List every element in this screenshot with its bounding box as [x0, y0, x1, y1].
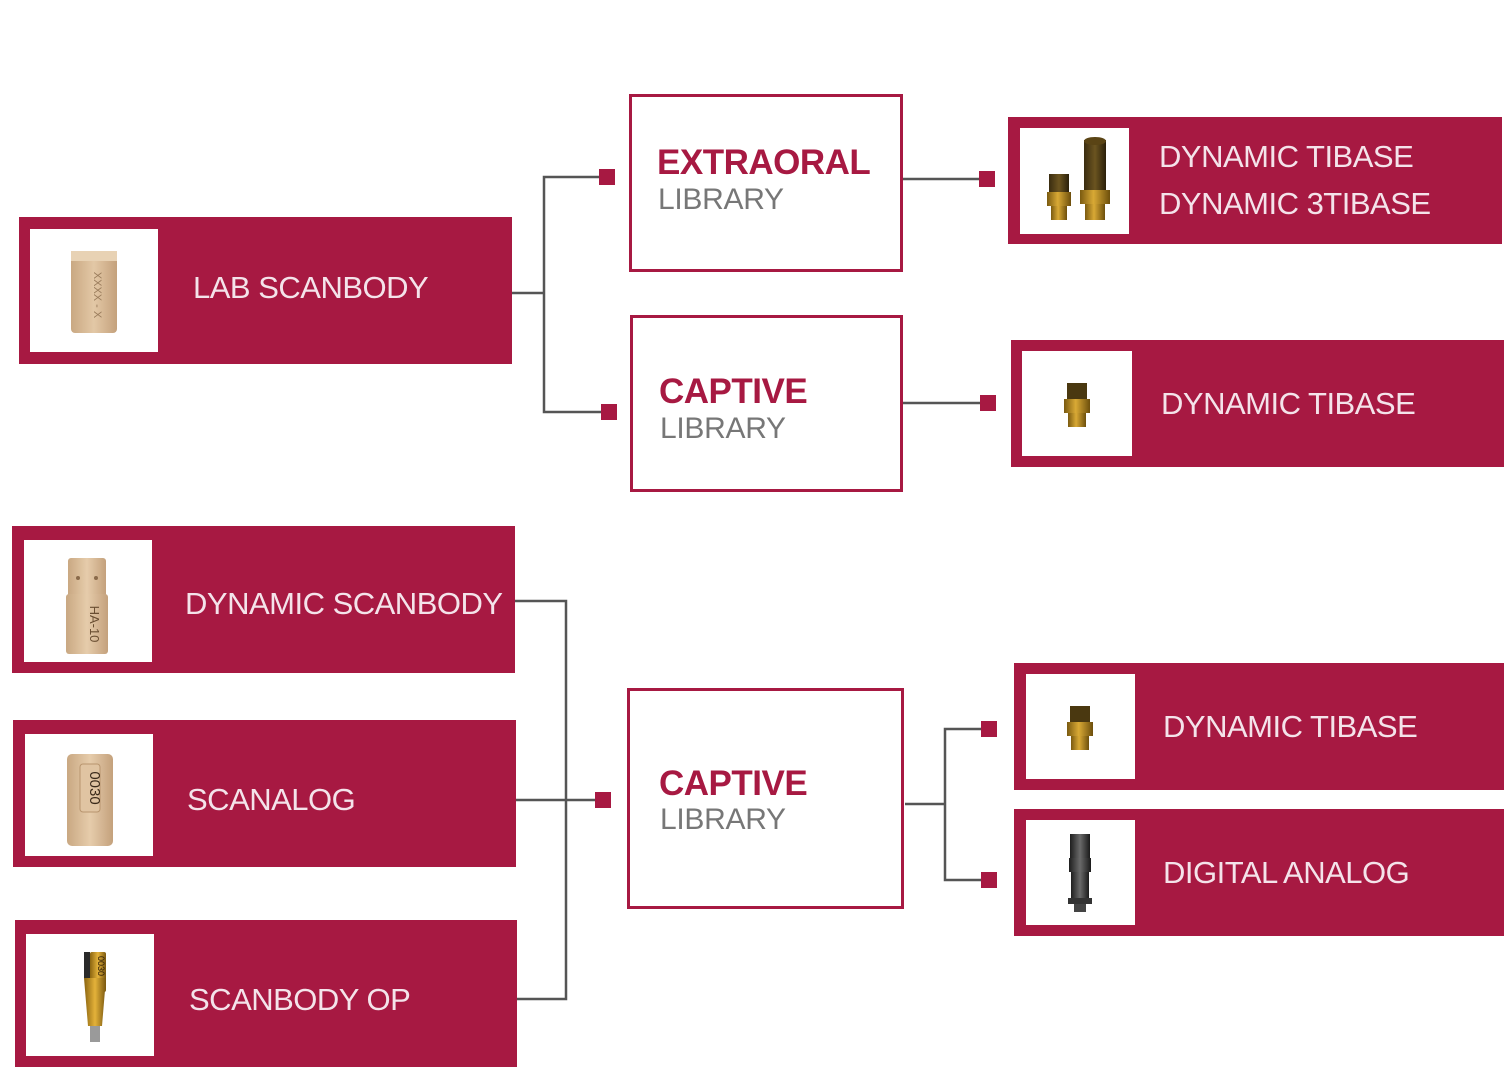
connector-endpoint: [981, 721, 997, 737]
svg-text:0030: 0030: [86, 771, 103, 804]
connector-endpoint: [980, 395, 996, 411]
connector-endpoint: [981, 872, 997, 888]
extraoral-library-title: EXTRAORAL: [657, 143, 871, 182]
dynamic-scanbody-card: HA-10 DYNAMIC SCANBODY: [12, 526, 515, 673]
scanalog-label: SCANALOG: [187, 782, 356, 817]
connector-endpoint: [601, 404, 617, 420]
captive-library-box-top: CAPTIVE LIBRARY: [630, 315, 903, 492]
connector-endpoint: [979, 171, 995, 187]
extraoral-result-line1: DYNAMIC TIBASE: [1159, 139, 1414, 174]
lab-scanbody-label: LAB SCANBODY: [193, 270, 429, 305]
svg-text:XXXX - X: XXXX - X: [91, 272, 103, 319]
extraoral-result-line2: DYNAMIC 3TIBASE: [1159, 186, 1431, 221]
digital-analog-card: DIGITAL ANALOG: [1014, 809, 1504, 936]
digital-analog-label: DIGITAL ANALOG: [1163, 855, 1410, 890]
captive-library-title: CAPTIVE: [659, 372, 808, 411]
lab-scanbody-icon: XXXX - X: [30, 229, 158, 352]
scanalog-card: 0030 SCANALOG: [13, 720, 516, 867]
connector-endpoint: [595, 792, 611, 808]
scanbody-op-label: SCANBODY OP: [189, 982, 411, 1017]
svg-text:HA-10: HA-10: [87, 606, 102, 643]
tibase-icon: [1026, 674, 1135, 779]
lab-scanbody-card: XXXX - X LAB SCANBODY: [19, 217, 512, 364]
captive-library-subtitle: LIBRARY: [660, 412, 786, 445]
dynamic-scanbody-icon: HA-10: [24, 540, 152, 662]
tibase-pair-icon: [1020, 128, 1129, 234]
captive-result-card-top: DYNAMIC TIBASE: [1011, 340, 1504, 467]
dynamic-scanbody-label: DYNAMIC SCANBODY: [185, 586, 503, 621]
connector-captive-to-results: [905, 727, 984, 882]
dynamic-tibase-label: DYNAMIC TIBASE: [1163, 709, 1418, 744]
extraoral-library-subtitle: LIBRARY: [658, 183, 784, 216]
svg-text:0030: 0030: [96, 956, 106, 976]
captive-result-label-top: DYNAMIC TIBASE: [1161, 386, 1416, 421]
scanbody-op-card: 0030 SCANBODY OP: [15, 920, 517, 1067]
scanbody-op-icon: 0030: [26, 934, 154, 1056]
tibase-icon: [1022, 351, 1132, 456]
captive-library-subtitle: LIBRARY: [660, 803, 786, 836]
connector-endpoint: [599, 169, 615, 185]
digital-analog-icon: [1026, 820, 1135, 925]
captive-library-title: CAPTIVE: [659, 764, 808, 803]
connector-lab-to-libraries: [512, 175, 602, 414]
captive-library-box-bottom: CAPTIVE LIBRARY: [627, 688, 904, 909]
connector-sources-to-captive: [515, 599, 597, 1001]
extraoral-library-box: EXTRAORAL LIBRARY: [629, 94, 903, 272]
extraoral-result-card: DYNAMIC TIBASE DYNAMIC 3TIBASE: [1008, 117, 1502, 244]
dynamic-tibase-card: DYNAMIC TIBASE: [1014, 663, 1504, 790]
scanalog-icon: 0030: [25, 734, 153, 856]
